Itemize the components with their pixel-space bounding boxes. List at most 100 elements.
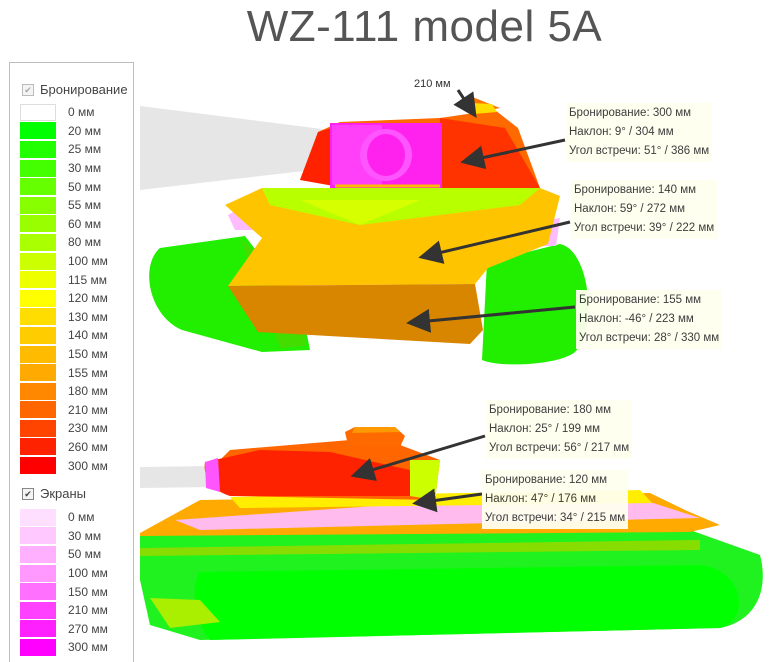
arrow-2 (418, 220, 571, 264)
tooltip-turret-side: Бронирование: 180 мм Наклон: 25° / 199 м… (486, 400, 633, 459)
legend-row: 0 мм (20, 103, 130, 122)
color-swatch (20, 252, 56, 270)
arrow-1 (460, 138, 566, 170)
legend-row: 100 мм (20, 252, 130, 271)
legend-row: 60 мм (20, 215, 130, 234)
legend-row: 20 мм (20, 122, 130, 141)
tooltip-lower-glacis: Бронирование: 155 мм Наклон: -46° / 223 … (576, 290, 723, 349)
legend-value: 210 мм (68, 402, 108, 417)
legend-row: 210 мм (20, 401, 130, 420)
armor-legend-title: Бронирование (40, 82, 128, 97)
page-title: WZ-111 model 5A (246, 2, 603, 51)
legend-row: 180 мм (20, 382, 130, 401)
legend-value: 180 мм (68, 384, 108, 399)
color-swatch (20, 289, 56, 307)
color-swatch (20, 527, 56, 545)
legend-value: 270 мм (68, 621, 108, 636)
legend-row: 155 мм (20, 363, 130, 382)
legend-value: 30 мм (68, 161, 102, 176)
color-swatch (20, 308, 56, 326)
color-swatch (20, 215, 56, 233)
legend-value: 155 мм (68, 365, 108, 380)
legend-row: 55 мм (20, 196, 130, 215)
color-swatch (20, 620, 56, 638)
legend-value: 25 мм (68, 142, 102, 157)
screens-legend-title: Экраны (40, 486, 87, 501)
screens-toggle[interactable]: ✔ Экраны (22, 486, 86, 501)
legend-row: 115 мм (20, 270, 130, 289)
color-swatch (20, 233, 56, 251)
tooltip-turret-front: Бронирование: 300 мм Наклон: 9° / 304 мм… (566, 103, 713, 162)
color-swatch (20, 345, 56, 363)
legend-value: 150 мм (68, 347, 108, 362)
legend-row: 270 мм (20, 620, 130, 639)
color-swatch (20, 601, 56, 619)
legend-value: 50 мм (68, 547, 102, 562)
legend-value: 115 мм (68, 272, 107, 287)
legend-row: 80 мм (20, 233, 130, 252)
legend-value: 20 мм (68, 123, 102, 138)
color-swatch (20, 122, 56, 140)
color-swatch (20, 583, 56, 601)
color-swatch (20, 638, 56, 656)
gun-barrel-side (140, 466, 212, 488)
legend-row: 120 мм (20, 289, 130, 308)
color-swatch (20, 508, 56, 526)
color-swatch (20, 419, 56, 437)
legend-value: 30 мм (68, 528, 102, 543)
legend-value: 55 мм (68, 198, 102, 213)
legend-value: 0 мм (68, 510, 95, 525)
checkbox-icon[interactable]: ✔ (22, 83, 34, 96)
color-swatch (20, 159, 56, 177)
color-swatch (20, 457, 56, 475)
color-swatch (20, 545, 56, 563)
tooltip-upper-glacis: Бронирование: 140 мм Наклон: 59° / 272 м… (571, 180, 718, 239)
armor-toggle[interactable]: ✔ Бронирование (22, 82, 128, 97)
legend-value: 260 мм (68, 439, 108, 454)
legend-value: 120 мм (68, 291, 108, 306)
color-swatch (20, 326, 56, 344)
color-swatch (20, 196, 56, 214)
color-swatch (20, 140, 56, 158)
legend-value: 60 мм (68, 216, 102, 231)
legend-value: 300 мм (68, 458, 108, 473)
legend-value: 80 мм (68, 235, 102, 250)
arrow-3 (406, 305, 576, 333)
legend-row: 50 мм (20, 177, 130, 196)
legend-row: 230 мм (20, 419, 130, 438)
legend-row: 210 мм (20, 601, 130, 620)
legend-row: 260 мм (20, 438, 130, 457)
legend-row: 100 мм (20, 564, 130, 583)
legend-value: 0 мм (68, 105, 95, 120)
color-swatch (20, 438, 56, 456)
legend-value: 210 мм (68, 603, 108, 618)
legend-value: 140 мм (68, 328, 108, 343)
legend-row: 25 мм (20, 140, 130, 159)
right-track-front (482, 244, 589, 365)
color-swatch (20, 564, 56, 582)
legend-row: 300 мм (20, 638, 130, 657)
tooltip-hull-side: Бронирование: 120 мм Наклон: 47° / 176 м… (482, 470, 629, 529)
arrow-roof (453, 89, 477, 118)
color-swatch (20, 103, 56, 121)
legend-row: 150 мм (20, 582, 130, 601)
legend-row: 130 мм (20, 308, 130, 327)
legend-row: 300 мм (20, 456, 130, 475)
arrow-5 (412, 488, 483, 513)
legend-row: 50 мм (20, 545, 130, 564)
legend-value: 230 мм (68, 421, 108, 436)
legend-row: 150 мм (20, 345, 130, 364)
legend-row: 0 мм (20, 508, 130, 527)
roof-armor-label: 210 мм (414, 78, 451, 90)
legend-row: 140 мм (20, 326, 130, 345)
color-swatch (20, 271, 56, 289)
checkbox-icon[interactable]: ✔ (22, 487, 34, 500)
legend-value: 130 мм (68, 309, 108, 324)
gun-barrel-front (140, 106, 330, 190)
color-swatch (20, 401, 56, 419)
arrow-4 (350, 434, 486, 482)
legend-value: 100 мм (68, 254, 108, 269)
